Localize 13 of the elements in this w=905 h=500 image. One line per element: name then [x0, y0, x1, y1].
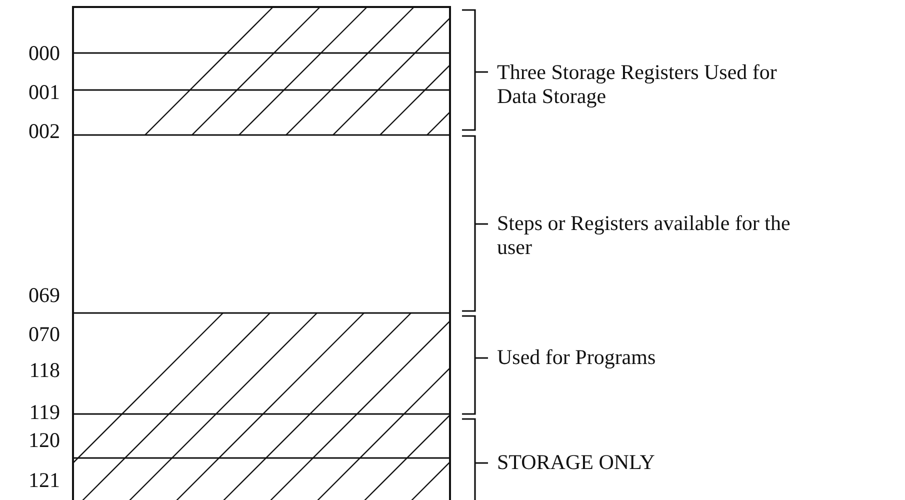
address-label: 001	[28, 80, 60, 104]
address-label: 070	[28, 322, 60, 346]
address-label: 000	[28, 41, 60, 65]
region-description: STORAGE ONLY	[497, 450, 656, 474]
region-description: Three Storage Registers Used for Data Storage	[497, 60, 778, 108]
address-label: 069	[28, 283, 60, 307]
address-label: 118	[28, 358, 60, 382]
region-description: Steps or Registers available for the user	[497, 211, 792, 259]
address-label: 121	[28, 468, 60, 492]
address-label: 002	[28, 119, 60, 143]
address-label: 120	[28, 428, 60, 452]
region-description: Used for Programs	[497, 345, 657, 369]
address-label: 119	[28, 400, 60, 424]
